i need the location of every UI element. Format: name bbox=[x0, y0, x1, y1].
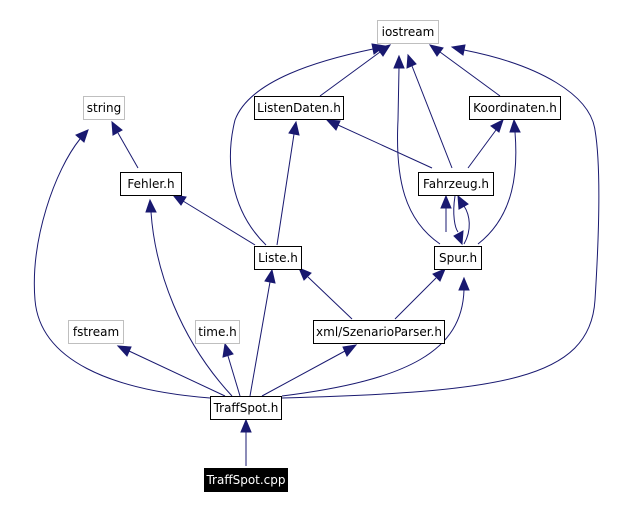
edge-arrowhead bbox=[111, 120, 123, 136]
edge-spur-to-koordinaten bbox=[477, 131, 517, 245]
edge-traffspot-to-iostream bbox=[281, 49, 600, 399]
edge-traffspot-to-fstream bbox=[128, 350, 226, 397]
edge-traffspot-to-fehler bbox=[150, 211, 233, 397]
edge-liste-to-listendaten bbox=[276, 133, 295, 246]
edge-arrowhead bbox=[432, 268, 446, 282]
edge-arrowhead bbox=[440, 194, 452, 209]
node-fstream[interactable]: fstream bbox=[68, 320, 124, 344]
edge-arrowhead bbox=[490, 119, 504, 133]
edge-spur-to-iostream bbox=[397, 67, 441, 245]
edge-fahrzeug-to-iostream bbox=[411, 65, 453, 169]
edge-arrowhead bbox=[75, 129, 89, 143]
edge-fahrzeug-to-listendaten bbox=[337, 124, 433, 169]
edge-spur-to-fahrzeug bbox=[463, 205, 470, 245]
edge-arrowhead bbox=[428, 44, 444, 57]
edge-listendaten-to-iostream bbox=[319, 51, 381, 97]
edge-arrowhead bbox=[376, 44, 392, 57]
node-spur[interactable]: Spur.h bbox=[434, 246, 482, 270]
edge-traffspot-to-spur bbox=[281, 289, 465, 397]
node-string[interactable]: string bbox=[83, 96, 125, 120]
edge-arrowhead bbox=[342, 344, 358, 357]
edge-fehler-to-string bbox=[117, 132, 139, 169]
node-listen-daten[interactable]: ListenDaten.h bbox=[254, 96, 344, 120]
edge-liste-to-iostream bbox=[230, 48, 374, 246]
edge-traffspot-to-szenario bbox=[261, 350, 346, 397]
node-traffspot-cpp[interactable]: TraffSpot.cpp bbox=[204, 468, 288, 492]
edge-arrowhead bbox=[298, 267, 312, 281]
edge-koordinaten-to-iostream bbox=[439, 51, 501, 97]
edge-szenario-to-spur bbox=[394, 277, 437, 320]
edge-arrowhead bbox=[458, 276, 470, 291]
edge-traffspot-to-time bbox=[227, 355, 241, 397]
edge-arrowhead bbox=[509, 118, 521, 133]
edge-arrowhead bbox=[222, 342, 234, 358]
node-szenario-parser[interactable]: xml/SzenarioParser.h bbox=[313, 320, 445, 344]
node-fehler[interactable]: Fehler.h bbox=[120, 172, 182, 196]
edge-traffspot-to-liste bbox=[249, 281, 271, 397]
edge-liste-to-fehler bbox=[182, 200, 256, 246]
node-iostream[interactable]: iostream bbox=[377, 20, 439, 44]
edge-arrowhead bbox=[116, 345, 132, 357]
node-fahrzeug[interactable]: Fahrzeug.h bbox=[418, 172, 494, 196]
edge-arrowhead bbox=[288, 120, 300, 136]
edge-arrowhead bbox=[325, 119, 341, 131]
edge-traffspot-to-string bbox=[33, 138, 211, 399]
edge-arrowhead bbox=[457, 194, 469, 210]
edge-arrowhead bbox=[264, 268, 276, 284]
edge-arrowhead bbox=[171, 194, 187, 206]
edge-arrowhead bbox=[240, 418, 252, 433]
edge-arrowhead bbox=[450, 44, 466, 56]
edge-arrowhead bbox=[453, 230, 464, 246]
edge-fahrzeug-to-koordinaten bbox=[467, 129, 497, 169]
node-traffspot-h[interactable]: TraffSpot.h bbox=[210, 396, 282, 420]
edge-arrowhead bbox=[406, 53, 417, 69]
edge-fahrzeug-down bbox=[453, 195, 459, 233]
edge-arrowhead bbox=[145, 198, 157, 213]
edge-szenario-to-liste bbox=[307, 276, 353, 320]
edge-arrowhead bbox=[393, 54, 405, 69]
node-koordinaten[interactable]: Koordinaten.h bbox=[469, 96, 561, 120]
node-liste[interactable]: Liste.h bbox=[254, 246, 302, 270]
node-time[interactable]: time.h bbox=[195, 320, 240, 344]
